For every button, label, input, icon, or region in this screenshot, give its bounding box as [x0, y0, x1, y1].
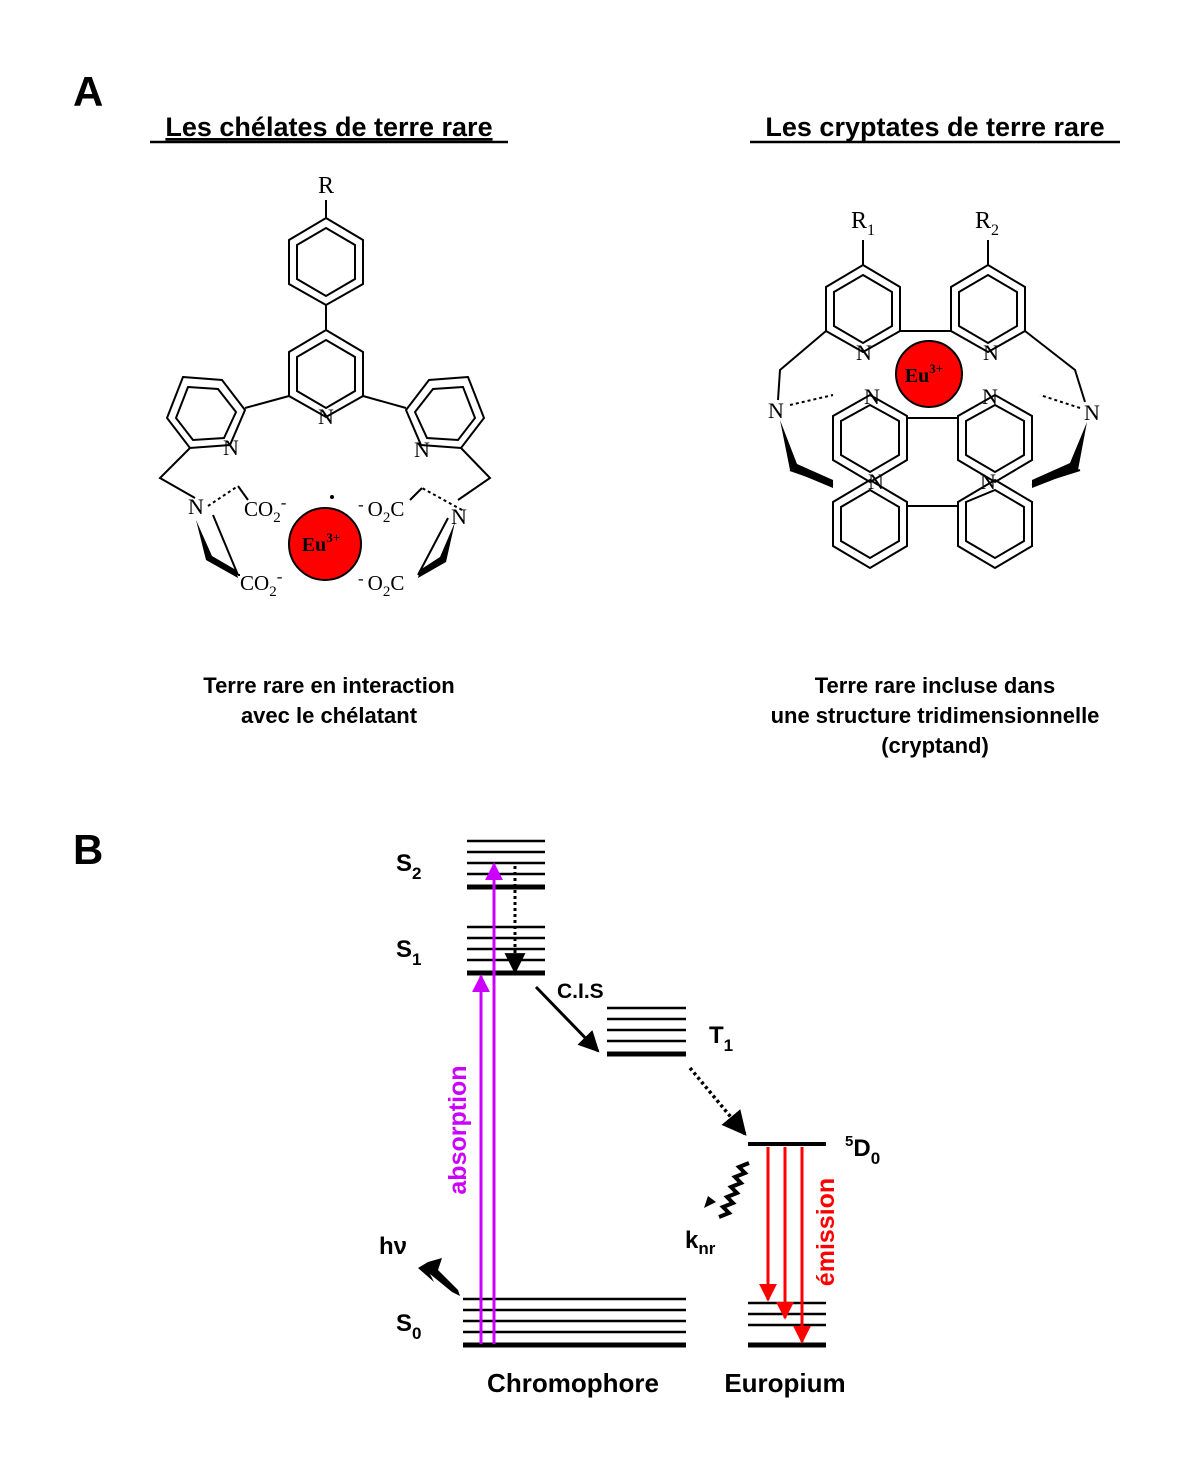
- cryptate-hash-left: [789, 394, 834, 406]
- cryptate-substituent-r1: R1: [851, 208, 875, 239]
- chelate-europium-label: Eu3+: [302, 530, 340, 556]
- level-s0: [463, 1297, 686, 1348]
- knr-label: knr: [685, 1227, 716, 1258]
- level-t1: [607, 1006, 686, 1057]
- label-s2: S2: [396, 850, 421, 883]
- cis-label: C.I.S: [557, 980, 604, 1003]
- cryptate-n-bridge-left: N: [768, 398, 784, 423]
- cryptate-caption-line3: (cryptand): [881, 733, 989, 758]
- label-s1: S1: [396, 936, 421, 969]
- cryptate-title: Les cryptates de terre rare: [765, 112, 1104, 142]
- chelate-europium-ion: [288, 507, 362, 581]
- cryptate-mid-right-ring: [957, 393, 1033, 484]
- energy-transfer-arrow: [688, 1066, 747, 1136]
- cryptate-caption-line1: Terre rare incluse dans: [815, 673, 1056, 698]
- left-pyridine-ring: [165, 375, 247, 450]
- level-europium-ground: [748, 1301, 826, 1348]
- cryptate-n-top-right: N: [983, 340, 999, 365]
- cryptate-europium-ion: [895, 340, 963, 408]
- cryptate-wedge-left: [780, 420, 833, 488]
- lightning-icon: [418, 1258, 460, 1296]
- cryptate-hash-right: [1039, 394, 1081, 409]
- panel-b-letter: B: [73, 826, 103, 873]
- cryptate-top-right-ring: [950, 263, 1026, 354]
- emission-label: émission: [812, 1178, 840, 1286]
- chelate-wedge-right: [418, 522, 455, 578]
- central-pyridine-ring: [288, 328, 364, 419]
- chelate-caption-line2: avec le chélatant: [241, 703, 418, 728]
- chelate-o2c-bottom-right: -O2C: [358, 569, 404, 600]
- chelate-structure: [158, 200, 492, 576]
- non-radiative-wavy-arrow: [718, 1161, 750, 1219]
- chelate-n-amine-left: N: [188, 494, 204, 519]
- cis-arrow: [534, 985, 600, 1053]
- chelate-title: Les chélates de terre rare: [165, 112, 492, 142]
- cryptate-top-left-ring: [825, 263, 901, 354]
- label-5d0: 5D0: [845, 1133, 880, 1168]
- phenyl-ring-inner: [296, 226, 356, 298]
- cryptate-n-bottom-right: N: [980, 469, 996, 494]
- chelate-n-central: N: [318, 404, 334, 429]
- cryptate-bottom-left-ring: [832, 478, 908, 570]
- label-s0: S0: [396, 1310, 421, 1343]
- phenyl-ring: [288, 216, 364, 307]
- chelate-co2-top-left: CO2-: [244, 493, 287, 526]
- europium-label: Europium: [724, 1368, 845, 1398]
- cryptate-n-mid-right: N: [982, 384, 998, 409]
- chelate-wedge-left: [196, 520, 238, 578]
- cryptate-mid-left-ring: [832, 393, 908, 484]
- cryptate-n-mid-left: N: [864, 384, 880, 409]
- label-t1: T1: [709, 1022, 733, 1055]
- chelate-n-left: N: [223, 435, 239, 460]
- cryptate-n-bridge-right: N: [1084, 400, 1100, 425]
- chelate-hash-right: [421, 487, 463, 511]
- chromophore-label: Chromophore: [487, 1368, 659, 1398]
- cryptate-bottom-right-ring: [957, 478, 1033, 570]
- chelate-n-right: N: [414, 437, 430, 462]
- cryptate-n-bottom-left: N: [868, 469, 884, 494]
- chelate-substituent-r: R: [318, 173, 334, 199]
- cryptate-substituent-r2: R2: [975, 208, 999, 239]
- level-s1: [467, 925, 545, 976]
- cryptate-wedge-right: [1032, 422, 1087, 488]
- cryptate-n-top-left: N: [856, 340, 872, 365]
- chelate-hash-left: [207, 485, 239, 507]
- chelate-n-amine-right: N: [451, 504, 467, 529]
- chelate-caption-line1: Terre rare en interaction: [203, 673, 454, 698]
- right-pyridine-ring: [404, 375, 486, 450]
- panel-a-letter: A: [73, 68, 103, 115]
- chelate-co2-bottom-left: CO2-: [240, 567, 283, 600]
- chelate-o2c-top-right: -O2C: [358, 495, 404, 526]
- cryptate-europium-label: Eu3+: [905, 361, 943, 387]
- cryptate-caption-line2: une structure tridimensionnelle: [771, 703, 1100, 728]
- level-s2: [467, 839, 545, 890]
- absorption-label: absorption: [444, 1065, 472, 1194]
- hv-label: hν: [379, 1233, 407, 1260]
